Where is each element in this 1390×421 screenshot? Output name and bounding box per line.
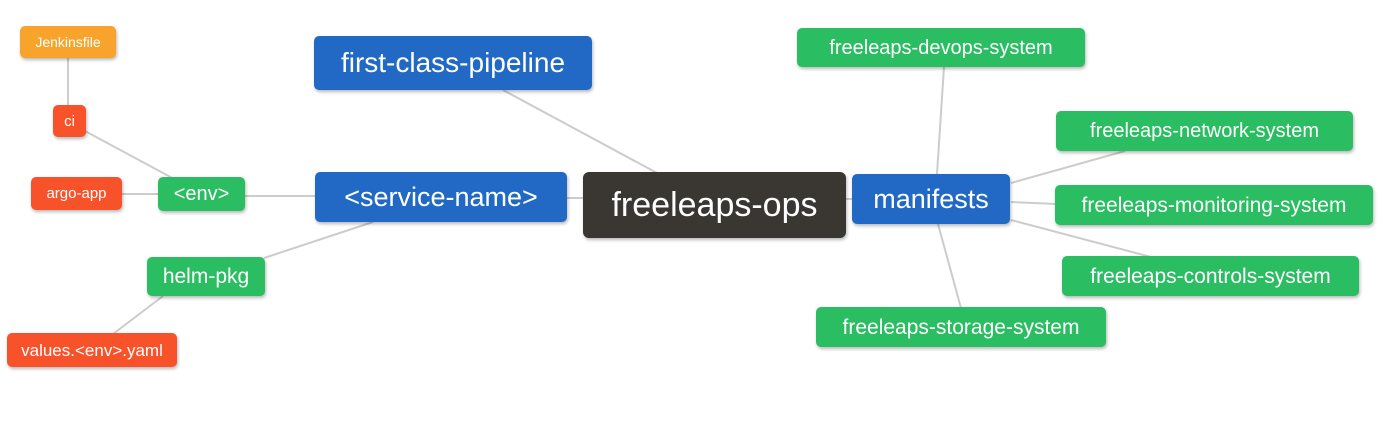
edge-manifests-monitoring-system	[1010, 201, 1057, 205]
node-jenkinsfile[interactable]: Jenkinsfile	[20, 26, 116, 58]
edge-manifests-storage-system	[937, 223, 962, 309]
edge-service-name-helm-pkg	[263, 221, 374, 259]
edge-manifests-network-system	[1010, 150, 1126, 184]
node-env[interactable]: <env>	[158, 177, 245, 211]
edge-ci-env	[84, 130, 177, 181]
node-freeleaps-ops[interactable]: freeleaps-ops	[583, 172, 846, 238]
edge-helm-pkg-values-env-yaml	[112, 295, 164, 335]
edge-manifests-controls-system	[1010, 219, 1152, 258]
node-freeleaps-network-system[interactable]: freeleaps-network-system	[1056, 111, 1353, 151]
node-freeleaps-devops-system[interactable]: freeleaps-devops-system	[797, 28, 1085, 67]
node-argo-app[interactable]: argo-app	[31, 177, 122, 210]
node-ci[interactable]: ci	[53, 105, 86, 137]
node-first-class-pipeline[interactable]: first-class-pipeline	[314, 36, 592, 90]
edge-first-class-pipeline-freeleaps-ops	[502, 89, 658, 174]
node-freeleaps-controls-system[interactable]: freeleaps-controls-system	[1062, 256, 1359, 296]
node-freeleaps-monitoring-system[interactable]: freeleaps-monitoring-system	[1055, 185, 1373, 225]
node-service-name[interactable]: <service-name>	[315, 172, 567, 222]
node-freeleaps-storage-system[interactable]: freeleaps-storage-system	[816, 307, 1106, 347]
edge-manifests-devops-system	[936, 66, 945, 175]
node-helm-pkg[interactable]: helm-pkg	[147, 257, 265, 296]
node-manifests[interactable]: manifests	[852, 174, 1010, 224]
node-values-env-yaml[interactable]: values.<env>.yaml	[7, 333, 177, 367]
